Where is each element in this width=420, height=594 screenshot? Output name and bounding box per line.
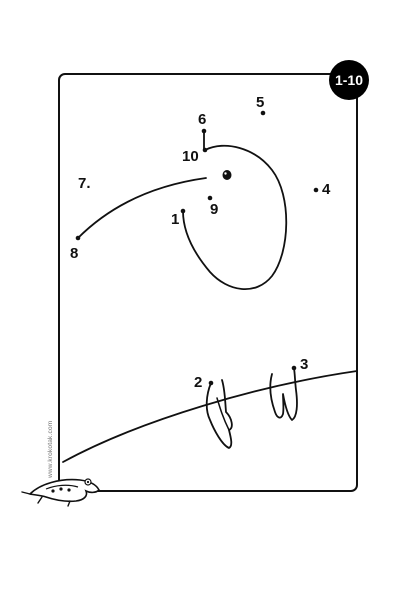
point-label-8: 8 xyxy=(70,245,78,262)
point-label-5: 5 xyxy=(256,94,264,111)
point-label-3: 3 xyxy=(300,356,308,373)
left-claw xyxy=(205,379,233,449)
point-label-4: 4 xyxy=(322,181,331,198)
puzzle-frame xyxy=(58,73,358,492)
point-label-7: 7. xyxy=(78,175,91,192)
dot-10[interactable] xyxy=(202,147,208,153)
dot-8[interactable] xyxy=(75,235,81,241)
point-label-10: 10 xyxy=(182,148,199,165)
dot-3[interactable] xyxy=(291,365,297,371)
crocodile-logo-icon xyxy=(21,478,100,507)
point-label-1: 1 xyxy=(171,211,179,228)
dot-1[interactable] xyxy=(180,208,186,214)
arm-line xyxy=(77,177,207,239)
right-claw xyxy=(269,367,298,421)
dot-4[interactable] xyxy=(313,187,319,193)
eye xyxy=(222,170,232,180)
dot-9[interactable] xyxy=(207,195,213,201)
point-label-2: 2 xyxy=(194,374,202,391)
left-claw-detail xyxy=(216,397,230,431)
dot-5[interactable] xyxy=(260,110,266,116)
dot-2[interactable] xyxy=(208,380,214,386)
level-badge: 1-10 xyxy=(329,60,369,100)
point-label-6: 6 xyxy=(198,111,206,128)
branch-line xyxy=(62,370,358,463)
eye-highlight xyxy=(224,172,227,175)
point-label-9: 9 xyxy=(210,201,218,218)
dot-6[interactable] xyxy=(201,128,207,134)
head-outline xyxy=(182,144,288,291)
